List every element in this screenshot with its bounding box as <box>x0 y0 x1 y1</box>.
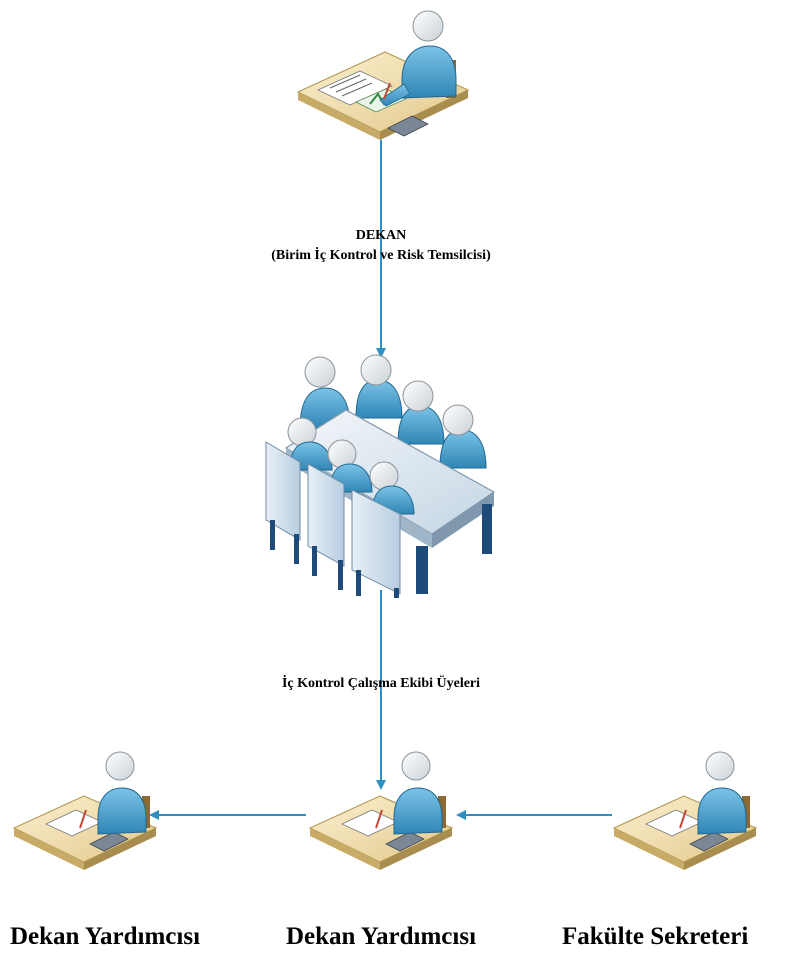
meeting-table-icon <box>265 354 496 598</box>
right-desk-icon <box>612 751 758 870</box>
dekan-desk-icon <box>296 10 470 140</box>
team-label: İç Kontrol Çalışma Ekibi Üyeleri <box>281 676 481 691</box>
member-label-center: Dekan Yardımcısı <box>285 923 477 950</box>
left-desk-icon <box>12 751 158 870</box>
member-label-right: Fakülte Sekreteri <box>562 923 749 950</box>
member-label-left: Dekan Yardımcısı <box>9 923 201 950</box>
dekan-subtitle: (Birim İç Kontrol ve Risk Temsilcisi) <box>271 248 491 263</box>
dekan-title: DEKAN <box>355 228 407 243</box>
center-desk-icon <box>308 751 454 870</box>
